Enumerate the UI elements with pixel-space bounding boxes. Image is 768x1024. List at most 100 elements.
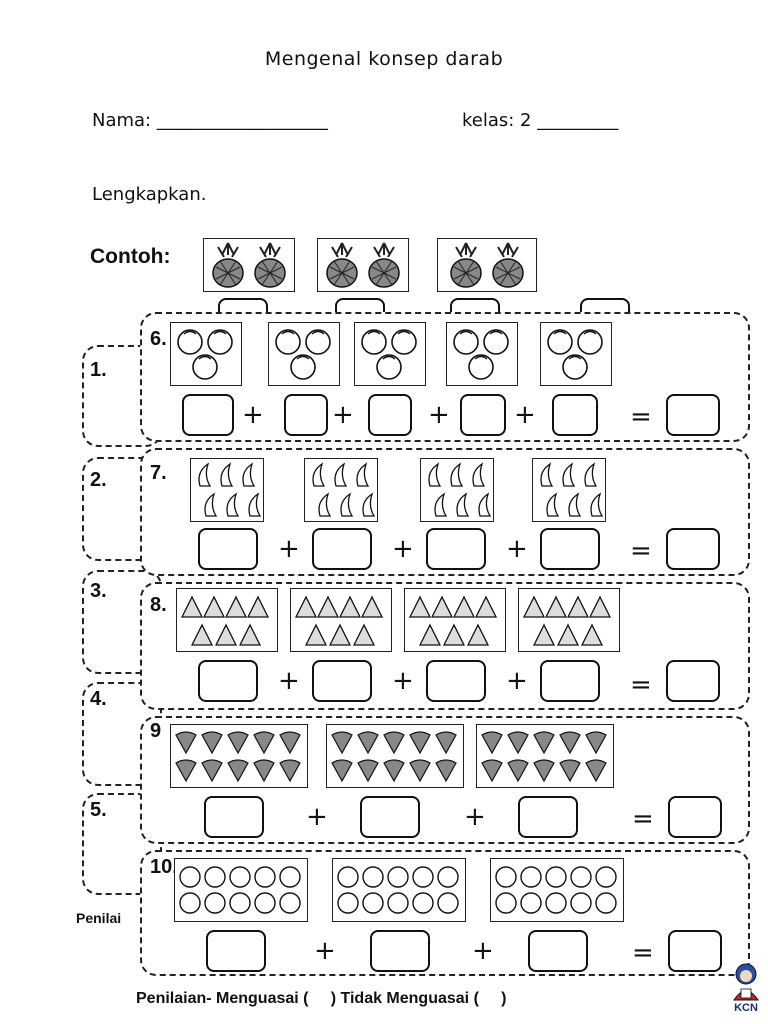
- fruit-group: [532, 458, 606, 522]
- question-number: 10.: [150, 856, 178, 878]
- example-group-2: [317, 238, 409, 292]
- fruit-group: [174, 858, 308, 922]
- answer-box[interactable]: [518, 796, 578, 838]
- answer-box[interactable]: [182, 394, 234, 436]
- question-number: 8.: [150, 594, 167, 616]
- pineapple-icon: [368, 242, 400, 288]
- mangosteen-icon: [453, 329, 509, 380]
- banana-icon: [540, 462, 604, 517]
- mangosteen-icon: [275, 329, 331, 380]
- logo-text: KCN: [734, 1002, 758, 1014]
- answer-box[interactable]: [528, 930, 588, 972]
- fruit-group: [268, 322, 340, 386]
- apple-icon: [337, 866, 459, 914]
- equals-sign: =: [630, 402, 652, 432]
- watermelon-icon: [180, 595, 270, 646]
- plus-sign: +: [306, 802, 328, 832]
- question-number: 6.: [150, 328, 167, 350]
- question-number: 3.: [90, 580, 107, 602]
- plus-sign: +: [506, 666, 528, 696]
- fruit-group: [326, 724, 464, 788]
- question-panel-10: 10. + + =: [140, 850, 750, 976]
- watermelon-icon: [408, 595, 498, 646]
- answer-box[interactable]: [370, 930, 430, 972]
- answer-box-total[interactable]: [668, 930, 722, 972]
- example-group-1: [203, 238, 295, 292]
- fruit-group: [518, 588, 620, 652]
- answer-box[interactable]: [552, 394, 598, 436]
- fruit-group: [176, 588, 278, 652]
- question-panel-9: 9 + + =: [140, 716, 750, 844]
- equals-sign: =: [630, 536, 652, 566]
- name-field[interactable]: Nama: ___________________: [92, 110, 328, 131]
- instruction-text: Lengkapkan.: [92, 184, 207, 205]
- question-panel-6: 6. + + + + =: [140, 312, 750, 442]
- fruit-group: [290, 588, 392, 652]
- answer-box[interactable]: [360, 796, 420, 838]
- answer-box[interactable]: [540, 528, 600, 570]
- question-number: 1.: [90, 359, 107, 381]
- pineapple-icon: [326, 242, 358, 288]
- watermelon-icon: [294, 595, 384, 646]
- answer-box[interactable]: [198, 528, 258, 570]
- fruit-group: [170, 322, 242, 386]
- plus-sign: +: [472, 936, 494, 966]
- plus-sign: +: [278, 666, 300, 696]
- fruit-group: [332, 858, 466, 922]
- fruit-group: [170, 724, 308, 788]
- answer-box[interactable]: [198, 660, 258, 702]
- pineapple-icon: [450, 242, 482, 288]
- fruit-group: [404, 588, 506, 652]
- answer-box[interactable]: [312, 528, 372, 570]
- plus-sign: +: [392, 666, 414, 696]
- answer-box-total[interactable]: [666, 394, 720, 436]
- plus-sign: +: [506, 534, 528, 564]
- answer-box[interactable]: [368, 394, 412, 436]
- answer-box[interactable]: [204, 796, 264, 838]
- assessment-footer: Penilaian- Menguasai ( ) Tidak Menguasai…: [136, 990, 507, 1007]
- fruit-group: [490, 858, 624, 922]
- kcn-logo: KCN: [728, 962, 764, 1018]
- answer-box[interactable]: [426, 528, 486, 570]
- plus-sign: +: [514, 400, 536, 430]
- mangosteen-icon: [547, 329, 603, 380]
- watermelon-icon: [522, 595, 612, 646]
- fruit-group: [354, 322, 426, 386]
- plus-sign: +: [428, 400, 450, 430]
- plus-sign: +: [314, 936, 336, 966]
- answer-box[interactable]: [312, 660, 372, 702]
- apple-icon: [495, 866, 617, 914]
- page-title: Mengenal konsep darab: [264, 48, 504, 70]
- apple-icon: [179, 866, 301, 914]
- question-number: 7.: [150, 462, 167, 484]
- answer-box-total[interactable]: [666, 528, 720, 570]
- answer-box[interactable]: [206, 930, 266, 972]
- answer-box-total[interactable]: [668, 796, 722, 838]
- pineapple-icon: [212, 242, 244, 288]
- strawberry-icon: [175, 731, 301, 783]
- banana-icon: [428, 462, 492, 517]
- banana-icon: [312, 462, 376, 517]
- question-number: 9: [150, 720, 162, 742]
- equals-sign: =: [630, 670, 652, 700]
- footer-behind: Penilai: [76, 910, 122, 926]
- answer-box[interactable]: [460, 394, 506, 436]
- answer-box[interactable]: [426, 660, 486, 702]
- answer-box[interactable]: [540, 660, 600, 702]
- fruit-group: [420, 458, 494, 522]
- question-panel-8: 8. + + + =: [140, 582, 750, 710]
- example-group-3: [437, 238, 537, 292]
- fruit-group: [540, 322, 612, 386]
- fruit-group: [190, 458, 264, 522]
- answer-box[interactable]: [284, 394, 328, 436]
- strawberry-icon: [481, 731, 607, 783]
- fruit-group: [476, 724, 614, 788]
- question-number: 5.: [90, 799, 107, 821]
- strawberry-icon: [331, 731, 457, 783]
- example-label: Contoh:: [90, 245, 171, 268]
- answer-box-total[interactable]: [666, 660, 720, 702]
- question-number: 4.: [90, 688, 107, 710]
- equals-sign: =: [632, 804, 654, 834]
- class-field[interactable]: kelas: 2 _________: [462, 110, 619, 131]
- plus-sign: +: [242, 400, 264, 430]
